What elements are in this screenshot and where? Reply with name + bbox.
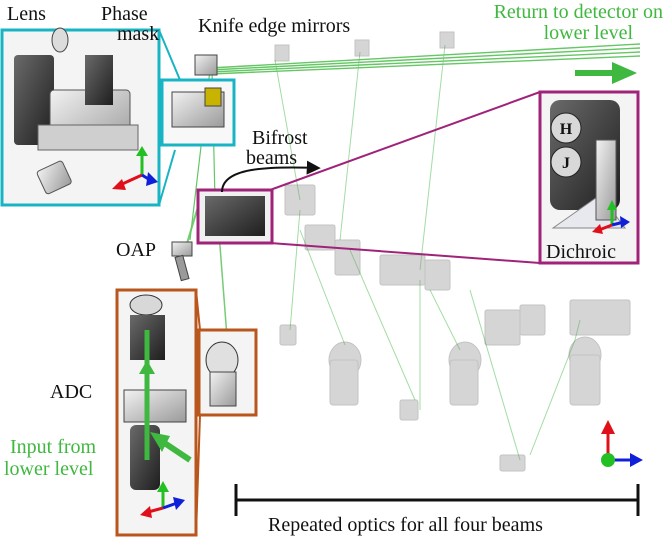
knife-edge-label: Knife edge mirrors [198,15,350,37]
dichroic-label: Dichroic [546,241,616,263]
oap-mount [171,241,193,282]
repeated-label: Repeated optics for all four beams [268,514,543,536]
axis-triad-dichroic [592,200,630,234]
return-label-1: Return to detector on [494,1,663,23]
lens-label: Lens [7,3,46,25]
return-label-2: lower level [544,22,634,44]
oap-label: OAP [116,239,156,261]
phase-mask-label-2: mask [117,23,159,45]
adc-label: ADC [50,381,92,403]
axis-triad-main [601,420,643,467]
h-label: H [560,121,573,138]
repeated-scale-bar [234,484,640,516]
lens-mount-box [160,78,236,147]
ghost-optics [274,31,631,472]
dichroic-inset [196,90,640,265]
j-label: J [562,155,570,172]
bifrost-label-1: Bifrost [252,127,308,149]
adc-inset [115,288,258,537]
axis-triad-lens [112,146,158,190]
bifrost-arrow [221,160,321,193]
input-label-1: Input from [10,436,97,458]
axis-triad-adc [140,481,185,518]
lens-inset [0,27,181,207]
phase-mask-label-1: Phase [101,3,148,25]
return-arrow [575,62,637,84]
input-label-2: lower level [4,458,94,480]
bifrost-label-2: beams [246,147,297,169]
knife-edge-mirror [194,54,218,76]
